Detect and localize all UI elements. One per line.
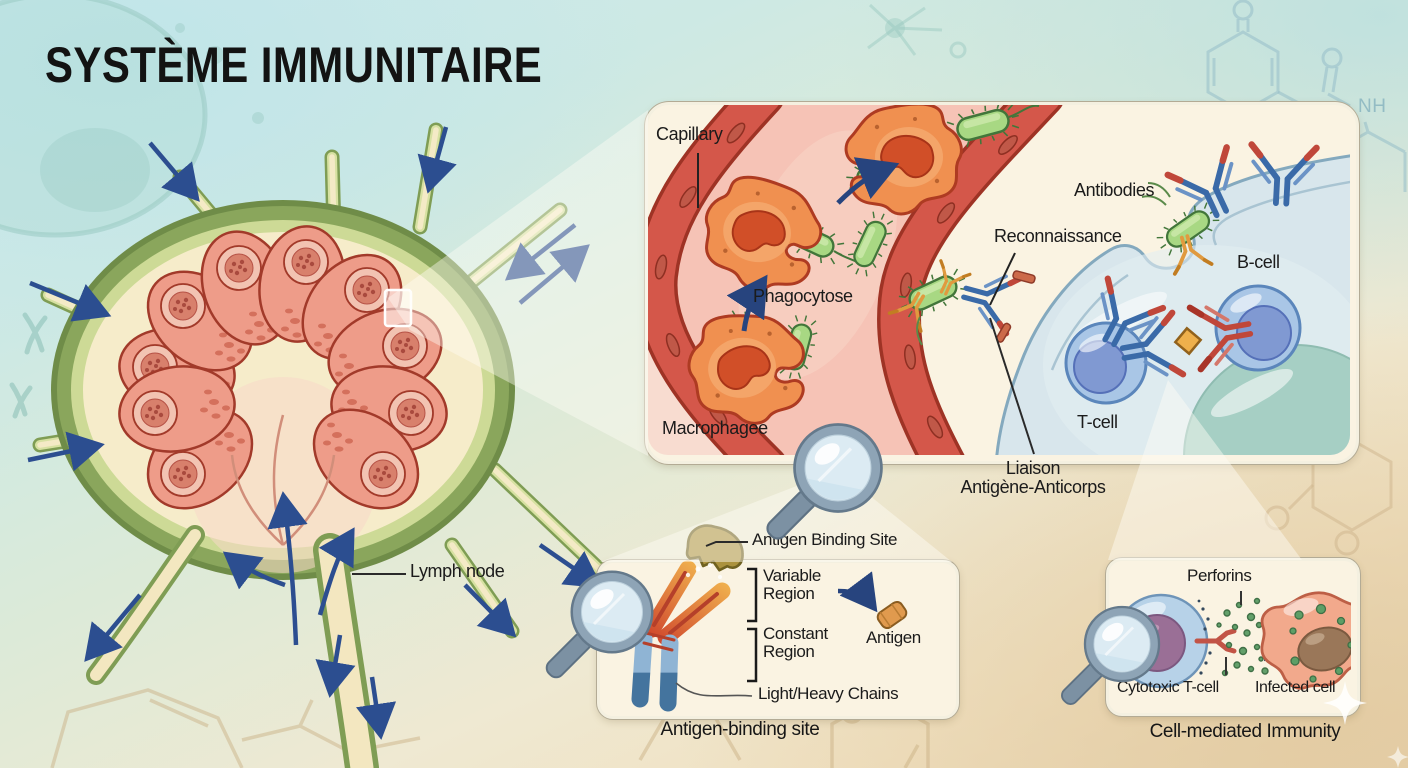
perforins-label: Perforins <box>1187 566 1252 585</box>
bacteria <box>717 105 1040 384</box>
chemical-structure-decor-bottom <box>50 688 930 768</box>
lymph-flow-arrows <box>27 126 603 740</box>
region-brackets <box>747 567 758 683</box>
chains-leader-line <box>675 682 753 697</box>
chemical-structure-decor-top-right <box>1206 0 1407 192</box>
infected-cell <box>1260 591 1351 690</box>
antigen-arrow <box>837 571 878 613</box>
liaison-line2: Antigène-Anticorps <box>960 477 1106 498</box>
t-cell-receptor-icon <box>1194 628 1237 654</box>
capillary-label: Capillary <box>656 124 723 144</box>
lymph-node-label: Lymph node <box>410 561 505 581</box>
t-cell-b-cell-complex <box>1064 279 1302 405</box>
antigen-fragment <box>876 600 908 630</box>
antigen-label: Antigen <box>866 628 921 647</box>
antibody-molecule <box>631 524 744 712</box>
infected-cell-label: Infected cell <box>1255 679 1336 696</box>
cell-mediated-caption: Cell-mediated Immunity <box>1149 721 1341 742</box>
engulfed-bacterium <box>1141 182 1226 276</box>
antigen-blob <box>685 524 744 572</box>
zoom-highlight-rect <box>383 288 413 328</box>
cytotoxic-t-cell <box>1113 593 1237 689</box>
cytotoxic-t-cell-label: Cytotoxic T-cell <box>1117 679 1219 696</box>
perforin-granules <box>1216 597 1271 677</box>
liaison-label: Liaison Antigène-Anticorps <box>940 458 1126 498</box>
lymph-node-illustration <box>27 122 608 768</box>
liaison-line1: Liaison <box>1005 458 1061 478</box>
light-heavy-chains-label: Light/Heavy Chains <box>758 684 899 703</box>
phagocytose-label: Phagocytose <box>753 286 853 306</box>
t-cell-label: T-cell <box>1077 412 1118 432</box>
capillary-panel: Capillary Phagocytose Macrophagee Antibo… <box>645 102 1359 464</box>
antigen-binding-site-label: Antigen Binding Site <box>752 530 898 549</box>
lymph-follicles <box>118 225 448 510</box>
antibody-panel-caption: Antigen-binding site <box>660 719 820 740</box>
antibodies-label: Antibodies <box>1074 180 1155 200</box>
antibody-panel: Variable Region Constant Region Antigen … <box>597 524 959 719</box>
b-cell-label: B-cell <box>1237 252 1280 272</box>
reconnaissance-label: Reconnaissance <box>994 226 1122 246</box>
phagocytosis-arrows <box>726 157 900 332</box>
endothelial-cells <box>654 122 1018 439</box>
cell-mediated-panel: Perforins Cytotoxic T-cell Infected cell <box>1106 558 1360 716</box>
panel-leader-lines <box>697 153 1016 306</box>
variable-region-label: Variable Region <box>763 566 821 604</box>
chem-structure-label: NH <box>1358 96 1387 117</box>
capillary-panel-art <box>648 105 1350 455</box>
macrophage-label: Macrophagee <box>662 418 768 438</box>
neuron-decor <box>867 3 967 59</box>
constant-region-label: Constant Region <box>763 624 828 662</box>
cell-outline-decor <box>0 0 264 419</box>
perforins-leader-lines <box>1225 591 1242 675</box>
page-title: SYSTÈME IMMUNITAIRE <box>45 37 543 93</box>
